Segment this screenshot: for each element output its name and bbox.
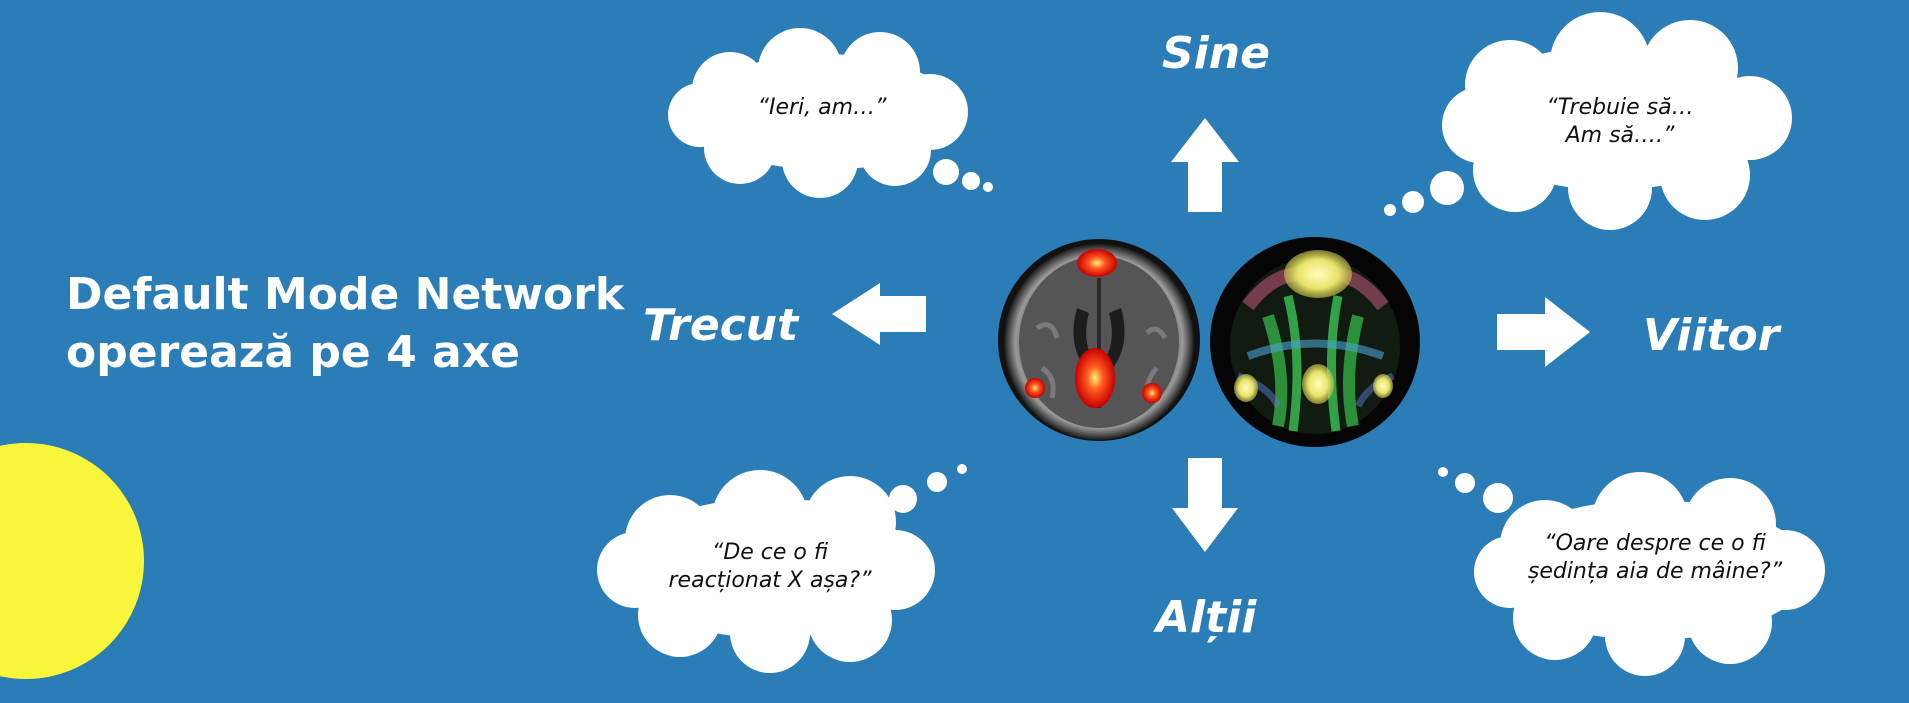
bubble-text-bottom-left: “De ce o fi reacționat X așa?”	[640, 539, 900, 595]
brain-tractography-scan	[1210, 237, 1420, 447]
bubble-text-line: reacționat X așa?”	[668, 568, 872, 593]
thought-bubble-top-left	[668, 28, 993, 198]
arrow-right-icon	[1497, 297, 1590, 367]
arrow-down-icon	[1172, 458, 1238, 552]
bubble-text-line: Am să….”	[1565, 123, 1675, 148]
arrow-left-icon	[832, 283, 926, 345]
bubble-text-top-right: “Trebuie să… Am să….”	[1500, 94, 1740, 150]
bubble-text-top-left: “Ieri, am…”	[722, 94, 922, 122]
title-line-2: operează pe 4 axe	[66, 327, 520, 378]
bubble-text-line: ședința aia de mâine?”	[1527, 559, 1783, 584]
axis-label-left: Trecut	[643, 300, 799, 351]
thought-bubble-bottom-left	[597, 464, 967, 673]
bubble-text-line: “Trebuie să…	[1546, 95, 1694, 120]
bubble-text-bottom-right: “Oare despre ce o fi ședința aia de mâin…	[1500, 530, 1810, 586]
thought-bubble-top-right	[1384, 12, 1792, 230]
axis-label-down: Alții	[1156, 592, 1257, 643]
axis-label-up: Sine	[1162, 28, 1270, 79]
diagram-title: Default Mode Network operează pe 4 axe	[66, 266, 624, 382]
title-line-1: Default Mode Network	[66, 269, 625, 320]
brain-fmri-scan	[998, 239, 1200, 441]
bubble-text-line: “Oare despre ce o fi	[1544, 531, 1766, 556]
bubble-text-line: “De ce o fi	[711, 540, 829, 565]
thought-bubble-bottom-right	[1438, 467, 1825, 676]
arrow-up-icon	[1171, 118, 1239, 212]
bubble-text-line: “Ieri, am…”	[757, 95, 887, 120]
axis-label-right: Viitor	[1643, 310, 1780, 361]
